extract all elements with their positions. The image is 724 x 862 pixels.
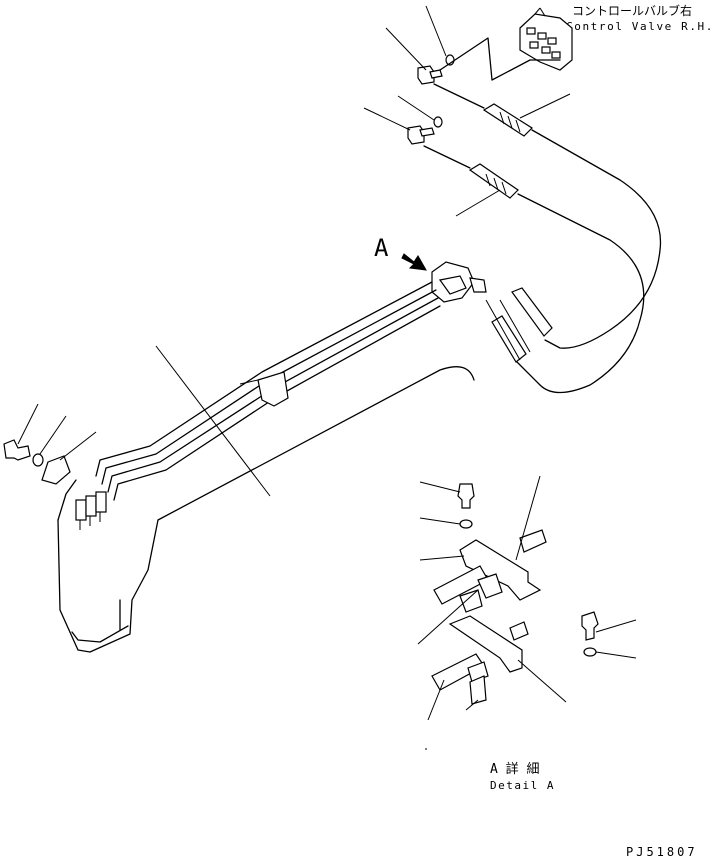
leader-lines-top (363, 5, 571, 217)
control-valve (519, 7, 573, 71)
steel-tubes (95, 281, 441, 501)
upper-fittings (407, 37, 533, 199)
hose-loop-inner (514, 193, 645, 394)
control-valve-label-en: Control Valve R.H. (566, 20, 714, 33)
lower-left-fittings (75, 491, 107, 530)
detail-a-drawing (417, 475, 637, 750)
leader-tube-main (155, 345, 271, 497)
view-a-marker: A (374, 234, 389, 262)
detail-caption-jp: A 詳 細 (490, 761, 539, 777)
view-a-arrow-icon (401, 253, 427, 271)
tube-clamp-assembly (431, 261, 553, 363)
control-valve-label-jp: コントロールバルブ右 (572, 3, 692, 18)
drawing-number: PJ51807 (626, 845, 698, 859)
detail-caption-en: Detail A (490, 779, 555, 792)
hose-upper-2 (423, 145, 471, 169)
hose-loop-outer (531, 129, 662, 349)
boom-clamp (239, 371, 289, 407)
left-hardware (3, 403, 97, 485)
boom-outline (57, 366, 475, 653)
hose-upper (433, 83, 485, 109)
